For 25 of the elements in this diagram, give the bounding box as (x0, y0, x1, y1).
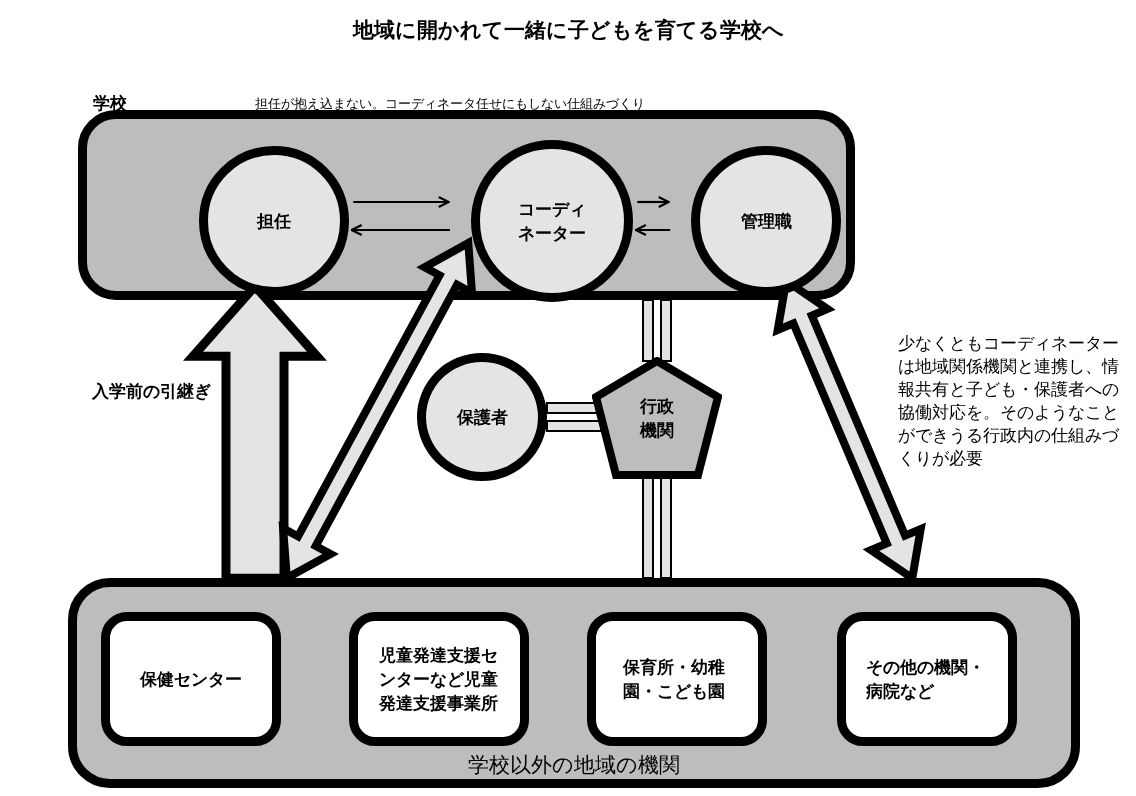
organization-box (101, 612, 281, 746)
edge-label: 入学前の引継ぎ (92, 380, 211, 403)
note-text: 少なくともコーディネーターは地域関係機関と連携し、情報共有と子ども・保護者への協働対応を。そのようなことができうる行政内の仕組みづくりが必要 (898, 333, 1121, 470)
arrow (353, 195, 450, 209)
node-label: 担任 (255, 210, 292, 233)
double-bar-link (642, 299, 672, 362)
organization-box (837, 612, 1017, 746)
node-label: 児童発達支援センターなど児童発達支援事業所 (378, 644, 500, 715)
arrow (350, 223, 450, 237)
node-label: 保護者 (455, 406, 509, 429)
panel-label: 学校以外の地域の機関 (467, 752, 681, 779)
node-label: 行政機関 (639, 395, 675, 442)
diagram-title: 地域に開かれて一緒に子どもを育てる学校へ (351, 17, 785, 44)
node-label: 保育所・幼稚園・こども園 (622, 656, 726, 703)
node-label: 保健センター (139, 668, 243, 691)
node-label: コーディネーター (517, 198, 587, 245)
community-panel (68, 578, 1080, 788)
organization-box (349, 612, 529, 746)
double-bar-link (546, 402, 603, 432)
organization-box (587, 612, 767, 746)
node-label: 管理職 (739, 210, 793, 233)
arrow (634, 223, 671, 237)
arrow (637, 195, 670, 209)
panel-label: 担任が抱え込まない。コーディネータ任せにもしない仕組みづくり (255, 95, 645, 113)
node-label: その他の機関・病院など (865, 656, 986, 703)
